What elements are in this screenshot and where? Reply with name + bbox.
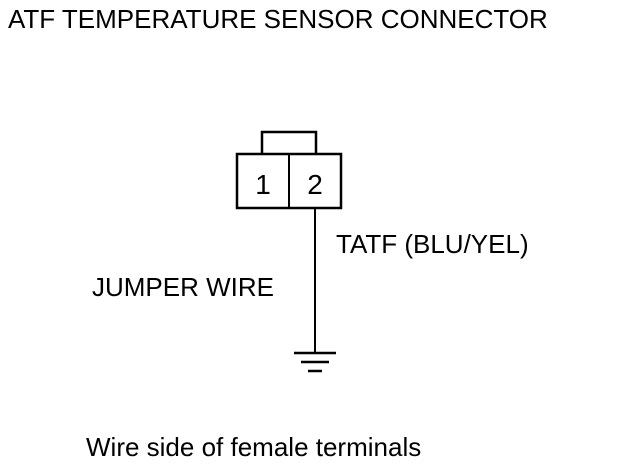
terminal-2-label: 2 [307, 169, 323, 200]
diagram-title: ATF TEMPERATURE SENSOR CONNECTOR [8, 4, 548, 34]
ground-icon [294, 351, 336, 373]
connector-lock-tab [260, 130, 318, 154]
wire-color-label: TATF (BLU/YEL) [336, 229, 529, 259]
view-caption: Wire side of female terminals [86, 432, 422, 462]
jumper-wire-label: JUMPER WIRE [92, 272, 274, 302]
terminal-1-label: 1 [255, 169, 271, 200]
